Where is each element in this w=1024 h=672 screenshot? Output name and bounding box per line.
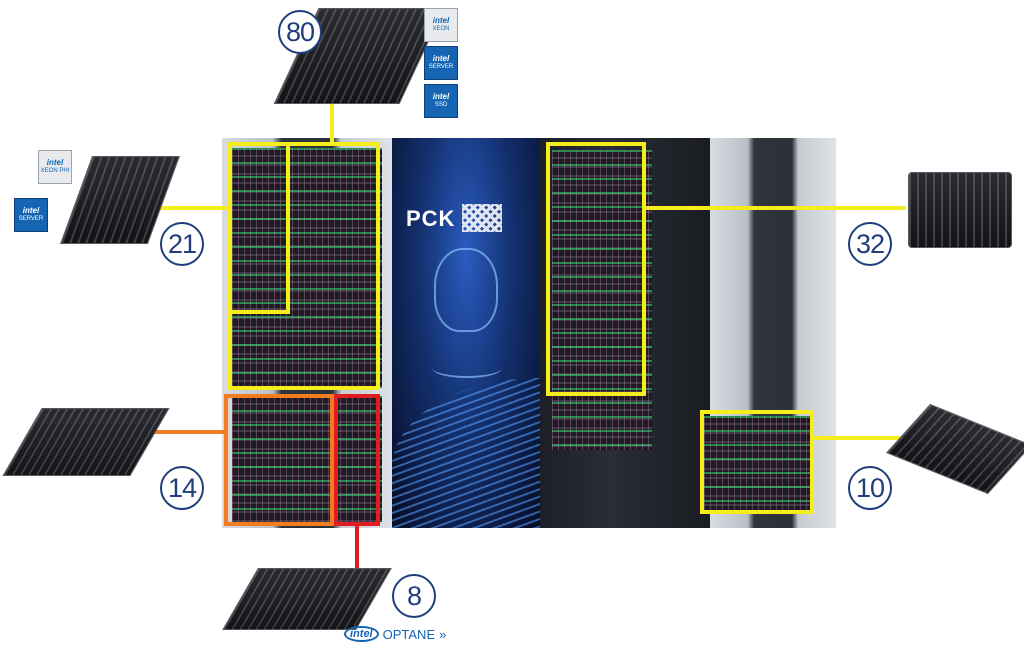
count-circle-10: 10 — [848, 466, 892, 510]
server-node-image-10 — [885, 403, 1024, 495]
highlight-box-32 — [546, 142, 646, 396]
rsk-logo-text: PCK — [406, 206, 456, 231]
light-wave — [392, 378, 540, 528]
signature-etching — [432, 358, 502, 378]
datacenter-racks-photo: PCK — [222, 138, 836, 528]
right-rack-cables — [704, 416, 812, 512]
left-rack-cables-lower — [232, 396, 382, 522]
intel-ssd-badge: intel SSD — [424, 84, 458, 118]
connector-line-10 — [812, 436, 910, 440]
intel-label: intel — [432, 16, 450, 26]
connector-line-80 — [330, 104, 334, 144]
server-node-image-21 — [59, 156, 181, 244]
connector-line-8 — [355, 524, 359, 570]
highlight-box-21 — [228, 142, 290, 314]
count-circle-80: 80 — [278, 10, 322, 54]
highlight-box-14 — [224, 394, 334, 526]
highlight-box-10 — [700, 410, 814, 514]
intel-server-badge: intel SERVER — [424, 46, 458, 80]
glass-door: PCK — [392, 138, 540, 528]
connector-line-14 — [140, 430, 226, 434]
intel-server-badge-2: intel SERVER — [14, 198, 48, 232]
intel-optane-logo: intel OPTANE » — [344, 626, 446, 642]
portrait-etching — [434, 248, 498, 332]
intel-logo: intel — [344, 626, 379, 642]
xeon-label: XEON — [432, 26, 450, 33]
intel-label: intel — [432, 92, 450, 102]
highlight-box-8 — [334, 394, 380, 526]
connector-line-32 — [644, 206, 906, 210]
count-circle-21: 21 — [160, 222, 204, 266]
left-rack-cables-upper — [232, 148, 382, 388]
intel-xeon-phi-badge: intel XEON PHI — [38, 150, 72, 184]
count-circle-14: 14 — [160, 466, 204, 510]
server-node-image-32 — [908, 172, 1012, 248]
rsk-logo-mark — [462, 204, 502, 232]
optane-label: OPTANE — [382, 626, 436, 642]
count-circle-8: 8 — [392, 574, 436, 618]
server-node-image-14 — [2, 408, 170, 476]
ssd-label: SSD — [434, 102, 448, 109]
xeon-phi-label: XEON PHI — [40, 168, 70, 175]
intel-xeon-badge: intel XEON — [424, 8, 458, 42]
server-label: SERVER — [428, 64, 454, 71]
server-label: SERVER — [18, 216, 44, 223]
middle-rack-cables — [552, 150, 652, 450]
server-node-image-8 — [222, 568, 392, 630]
connector-line-21 — [128, 206, 230, 210]
count-circle-32: 32 — [848, 222, 892, 266]
intel-label: intel — [22, 206, 40, 216]
optane-arrows-icon: » — [439, 626, 447, 642]
intel-label: intel — [432, 54, 450, 64]
intel-label: intel — [46, 158, 64, 168]
